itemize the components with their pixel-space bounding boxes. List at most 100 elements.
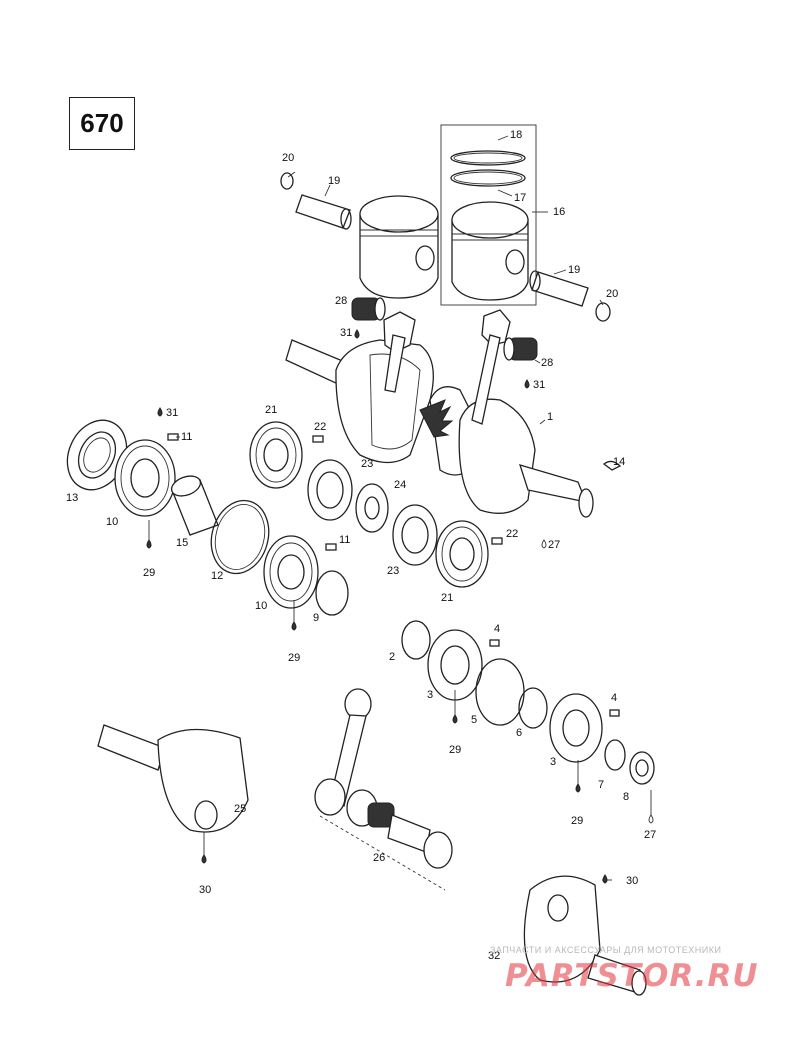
callout-22b: 22	[506, 528, 519, 540]
callout-32: 32	[488, 950, 501, 962]
callout-13: 13	[66, 492, 79, 504]
crankshaft-half-32	[523, 875, 647, 996]
lube-drop-31a	[354, 329, 360, 339]
watermark-tagline: ЗАПЧАСТИ И АКСЕССУАРЫ ДЛЯ МОТОТЕХНИКИ	[490, 945, 722, 955]
callout-12: 12	[211, 570, 224, 582]
lube-drop-31c	[157, 407, 163, 417]
needle-bearing-28-left	[351, 297, 386, 321]
callout-18: 18	[510, 129, 523, 141]
lube-drop-29d	[575, 783, 581, 793]
ball-bearing-21a	[249, 421, 303, 489]
ring-9	[315, 570, 349, 616]
model-number: 670	[80, 108, 124, 138]
callout-30a: 30	[199, 884, 212, 896]
dowel-pin-22b	[491, 537, 503, 545]
callout-27a: 27	[548, 539, 561, 551]
callout-11a: 11	[181, 431, 193, 443]
dowel-pin-4a	[489, 639, 500, 647]
callout-30b: 30	[626, 875, 639, 887]
callout-29a: 29	[143, 567, 156, 579]
callout-31c: 31	[166, 407, 179, 419]
callout-7: 7	[598, 779, 605, 791]
callout-29d: 29	[571, 815, 584, 827]
callout-24: 24	[394, 479, 407, 491]
callout-29b: 29	[288, 652, 301, 664]
callout-4a: 4	[494, 623, 501, 635]
callout-16: 16	[553, 206, 566, 218]
callout-9: 9	[313, 612, 320, 624]
callout-20-left: 20	[282, 152, 295, 164]
circlip-7	[604, 739, 626, 771]
piston-ring-18	[450, 150, 526, 166]
lube-drop-29a	[146, 539, 152, 549]
callout-1: 1	[547, 411, 554, 423]
callout-21b: 21	[441, 592, 454, 604]
model-number-box: 670	[69, 97, 135, 150]
callout-14: 14	[613, 456, 626, 468]
nut-8	[629, 751, 655, 785]
ring-2	[401, 620, 431, 660]
callout-19-right: 19	[568, 264, 581, 276]
dowel-pin-4b	[609, 709, 620, 717]
sleeve-15	[170, 475, 219, 536]
o-ring-12	[210, 499, 270, 575]
callout-25: 25	[234, 803, 247, 815]
callout-20-right: 20	[606, 288, 619, 300]
crankshaft-1	[285, 309, 594, 518]
piston-16	[451, 201, 529, 301]
lube-drop-29c	[452, 714, 458, 724]
lube-drop-29b	[291, 621, 297, 631]
lube-drop-30a	[201, 854, 207, 864]
piston-ring-17	[450, 169, 526, 187]
callout-23b: 23	[387, 565, 400, 577]
circlip-20-right	[595, 302, 611, 322]
callout-22a: 22	[314, 421, 327, 433]
callout-29c: 29	[449, 744, 462, 756]
callout-4b: 4	[611, 692, 618, 704]
dowel-pin-22a	[312, 435, 324, 443]
ball-bearing-10a	[114, 439, 176, 517]
needle-bearing-28-right	[503, 337, 538, 361]
piston-kit-frame	[440, 124, 537, 306]
leader-lines	[148, 135, 652, 881]
callout-15: 15	[176, 537, 189, 549]
wrist-pin-19-left	[295, 194, 352, 230]
o-ring-5	[475, 658, 525, 726]
lube-drop-27a	[541, 539, 547, 549]
dowel-pin-11b	[325, 543, 337, 551]
labyrinth-seal-23b	[392, 504, 438, 566]
lube-drop-27b	[648, 814, 654, 824]
watermark-brand: PARTSTOR.RU	[505, 958, 759, 994]
callout-10b: 10	[255, 600, 268, 612]
callout-27b: 27	[644, 829, 657, 841]
lube-drop-30b	[602, 874, 608, 884]
ball-bearing-3a	[427, 629, 483, 701]
callout-23a: 23	[361, 458, 374, 470]
callout-19-left: 19	[328, 175, 341, 187]
ball-bearing-3b	[549, 693, 603, 763]
wrist-pin-19-right	[529, 270, 589, 307]
piston-left	[359, 195, 439, 299]
woodruff-key-14	[602, 460, 622, 471]
oil-seal-13	[66, 419, 128, 491]
gear-24	[355, 483, 389, 533]
callout-8: 8	[623, 791, 630, 803]
circlip-20-left	[280, 172, 294, 190]
callout-26: 26	[373, 852, 386, 864]
connecting-rod-26	[314, 688, 453, 891]
ball-bearing-10b	[263, 535, 319, 609]
ring-6	[518, 687, 548, 729]
callout-31a: 31	[340, 327, 353, 339]
callout-28-right: 28	[541, 357, 554, 369]
callout-31b: 31	[533, 379, 546, 391]
callout-17: 17	[514, 192, 527, 204]
callout-11b: 11	[339, 534, 351, 546]
callout-3a: 3	[427, 689, 434, 701]
callout-10a: 10	[106, 516, 119, 528]
callout-6: 6	[516, 727, 523, 739]
crankshaft-half-25	[97, 724, 249, 833]
callout-21a: 21	[265, 404, 278, 416]
callout-28-left: 28	[335, 295, 348, 307]
